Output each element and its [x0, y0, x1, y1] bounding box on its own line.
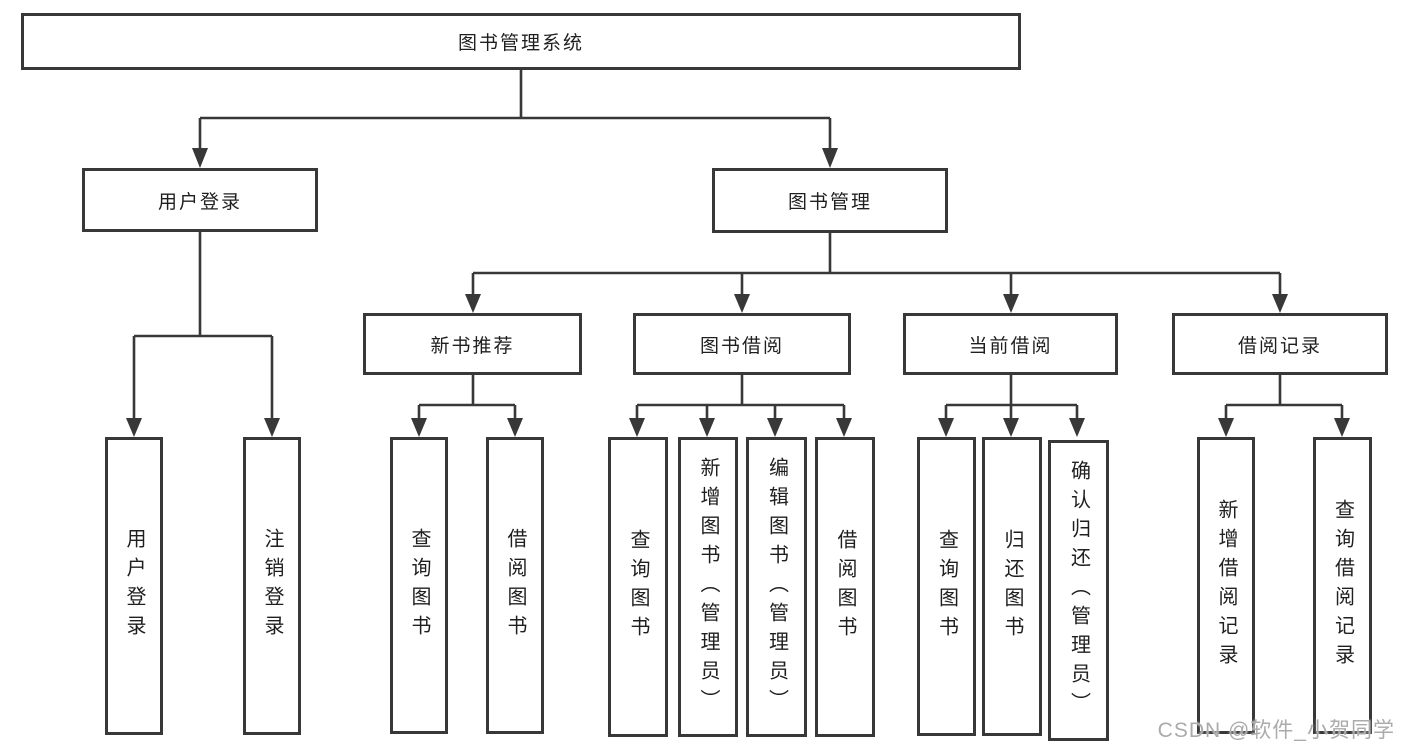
- node-leaf-query-books-3: 查询图书: [917, 437, 976, 736]
- node-user-login-branch: 用户登录: [82, 168, 318, 232]
- node-current-borrow: 当前借阅: [903, 313, 1118, 375]
- node-label: 借阅图书: [834, 529, 856, 645]
- node-label: 借阅图书: [504, 527, 526, 644]
- node-leaf-add-book-admin: 新增图书（管理员）: [678, 437, 738, 737]
- node-leaf-borrow-books-2: 借阅图书: [815, 437, 875, 737]
- node-label: 借阅记录: [1237, 335, 1322, 357]
- node-label: 新增借阅记录: [1215, 498, 1237, 673]
- node-label: 查询图书: [935, 528, 958, 645]
- node-new-book-recommend: 新书推荐: [363, 313, 582, 375]
- node-leaf-user-login: 用户登录: [105, 437, 163, 735]
- node-leaf-query-books-2: 查询图书: [608, 437, 668, 737]
- node-label: 注销登录: [261, 528, 283, 644]
- node-borrow-records: 借阅记录: [1172, 313, 1388, 375]
- node-label: 用户登录: [157, 191, 242, 213]
- node-label: 查询图书: [627, 529, 649, 645]
- node-label: 查询借阅记录: [1331, 498, 1354, 673]
- node-leaf-confirm-return-admin: 确认归还（管理员）: [1048, 440, 1109, 741]
- node-label: 当前借阅: [968, 335, 1053, 357]
- node-label: 查询图书: [408, 527, 430, 644]
- node-label: 图书借阅: [699, 335, 784, 357]
- node-book-borrow: 图书借阅: [633, 313, 851, 375]
- node-root-label: 图书管理系统: [457, 33, 584, 54]
- node-root-system: 图书管理系统: [21, 13, 1021, 70]
- node-label: 新书推荐: [430, 335, 515, 357]
- node-leaf-add-borrow-record: 新增借阅记录: [1197, 437, 1255, 734]
- node-leaf-return-book: 归还图书: [982, 437, 1042, 736]
- node-label: 编辑图书（管理员）: [765, 456, 788, 718]
- node-leaf-query-books-1: 查询图书: [390, 437, 448, 734]
- node-label: 用户登录: [123, 528, 145, 644]
- node-label: 图书管理: [787, 192, 872, 213]
- node-leaf-query-borrow-record: 查询借阅记录: [1313, 437, 1372, 734]
- csdn-watermark: CSDN @软件_小贺同学: [1157, 719, 1395, 742]
- node-label: 确认归还（管理员）: [1067, 460, 1090, 721]
- node-leaf-edit-book-admin: 编辑图书（管理员）: [746, 437, 807, 737]
- node-label: 归还图书: [1001, 528, 1023, 645]
- node-leaf-logout: 注销登录: [243, 437, 301, 735]
- node-leaf-borrow-books-1: 借阅图书: [486, 437, 544, 734]
- node-label: 新增图书（管理员）: [697, 456, 719, 718]
- node-book-management-branch: 图书管理: [712, 168, 948, 233]
